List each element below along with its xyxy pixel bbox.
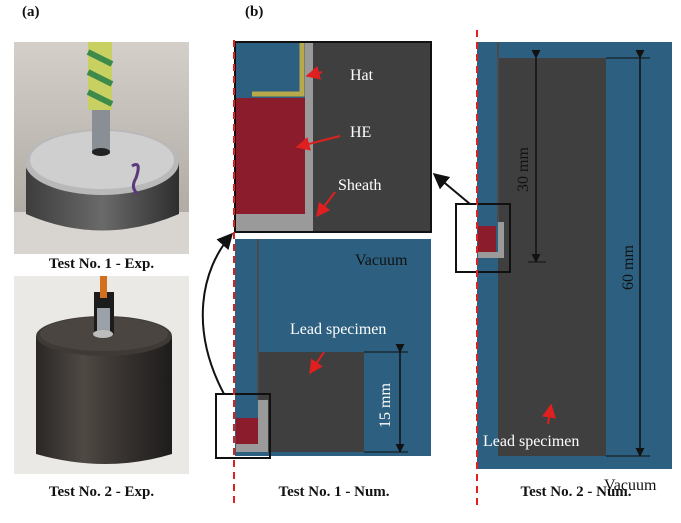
num2-zoom-frame xyxy=(455,203,511,273)
num1-dim-label: 15 mm xyxy=(377,383,394,428)
hat-arrow xyxy=(305,65,323,80)
sheath-label: Sheath xyxy=(338,177,382,194)
num1-lead-arrow xyxy=(309,351,325,375)
num2-zoom-arrow xyxy=(432,172,471,205)
num1-vacuum-label: Vacuum xyxy=(355,252,408,269)
num1-lead-specimen xyxy=(258,352,364,452)
num2-dim30-label: 30 mm xyxy=(515,147,532,192)
caption-test2-exp: Test No. 2 - Exp. xyxy=(48,484,155,500)
caption-test1-exp: Test No. 1 - Exp. xyxy=(48,256,155,272)
num1-zoom-frame xyxy=(215,393,271,459)
sheath-arrow xyxy=(316,191,336,218)
panel-label-a: (a) xyxy=(22,4,40,20)
he-label: HE xyxy=(350,124,371,141)
num2-lead-label: Lead specimen xyxy=(483,433,579,450)
hat-region xyxy=(252,42,305,97)
caption-test2-num: Test No. 2 - Num. xyxy=(520,484,632,500)
num2-vacuum-label: Vacuum xyxy=(604,477,657,494)
hat-label: Hat xyxy=(350,67,374,84)
num2-model xyxy=(477,42,672,469)
num2-lead-specimen xyxy=(498,58,606,456)
num1-lead-label: Lead specimen xyxy=(290,321,386,338)
num1-zoom-arrow xyxy=(201,232,234,395)
photo-test2-experiment xyxy=(14,276,189,474)
photo-test1-experiment xyxy=(14,42,189,254)
num2-dim60-label: 60 mm xyxy=(620,245,637,290)
he-region xyxy=(235,98,305,214)
num1-model xyxy=(235,239,431,456)
panel-label-b: (b) xyxy=(245,4,264,20)
sheath-bottom xyxy=(235,214,313,232)
he-arrow xyxy=(295,135,341,151)
zoom-inset xyxy=(234,41,432,233)
num2-lead-arrow xyxy=(542,403,556,425)
caption-test1-num: Test No. 1 - Num. xyxy=(278,484,390,500)
